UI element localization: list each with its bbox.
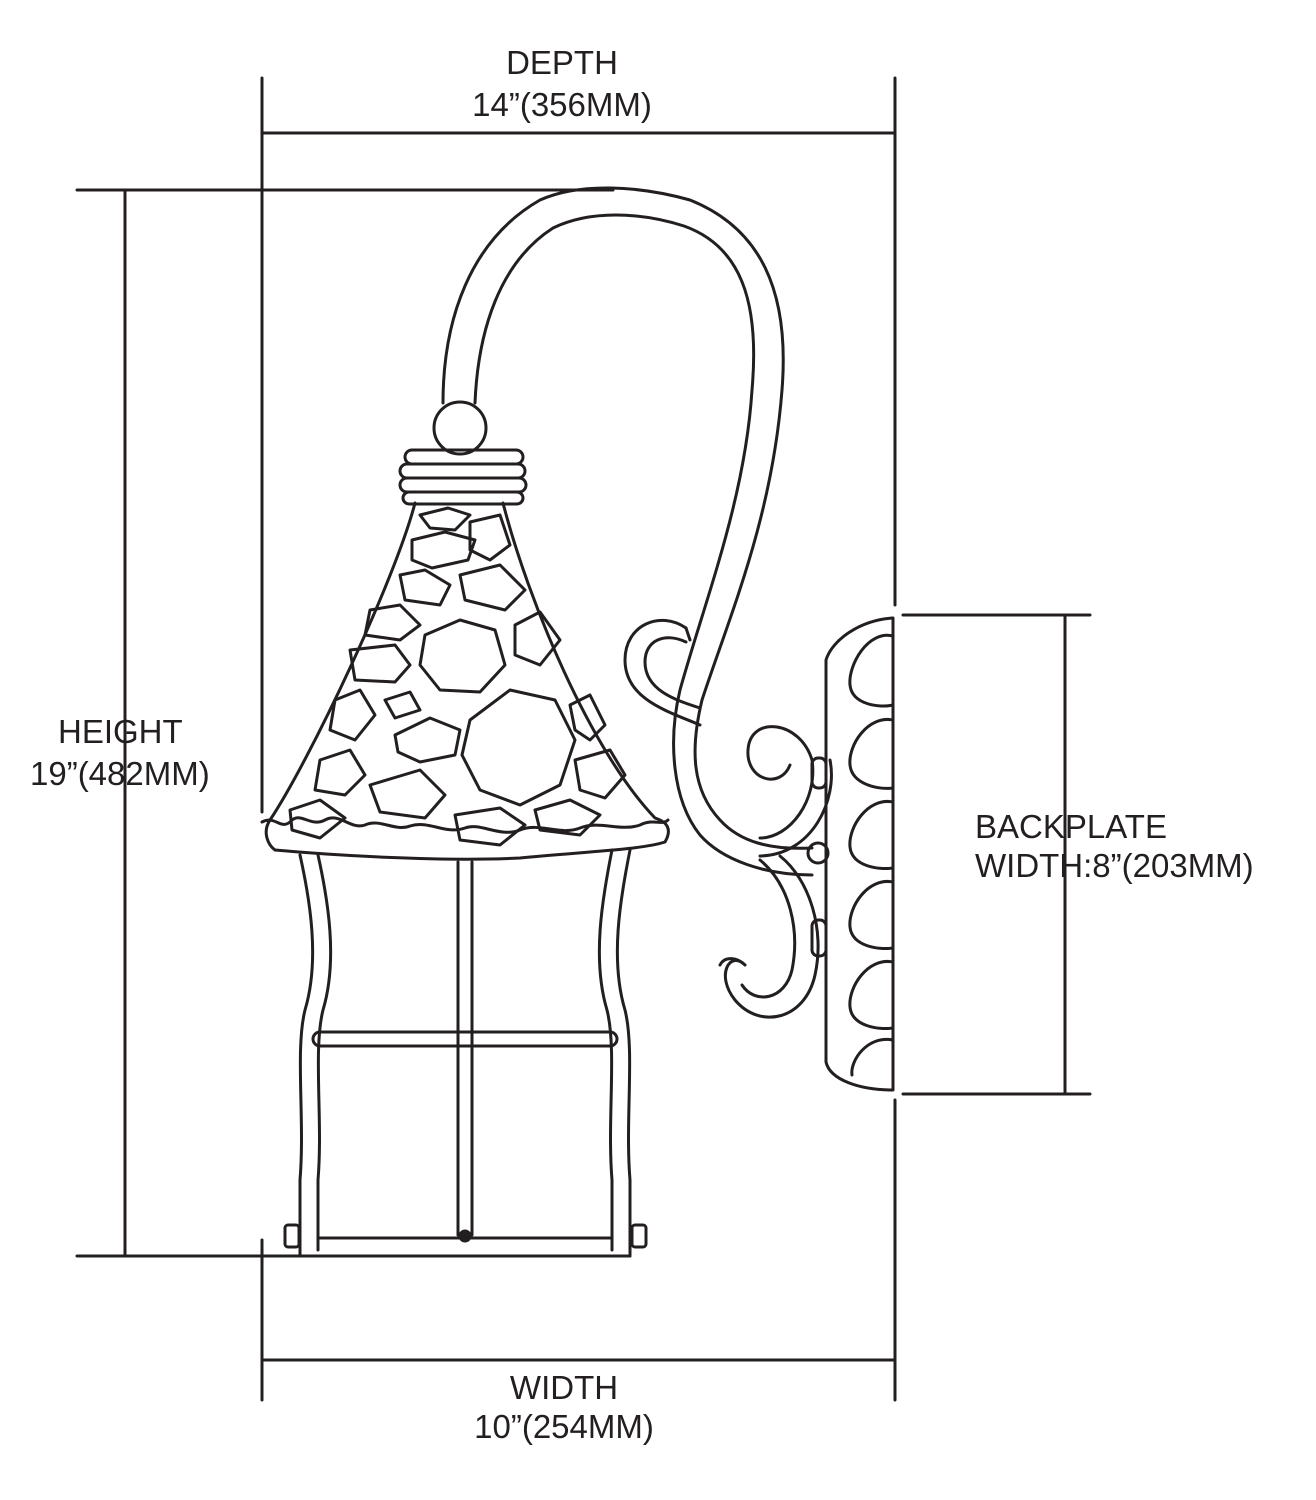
- backplate-value: WIDTH:8”(203MM): [975, 847, 1254, 884]
- depth-value: 14”(356MM): [472, 86, 652, 123]
- lantern-cage: [283, 848, 648, 1258]
- width-label: WIDTH: [509, 1369, 619, 1406]
- width-value: 10”(254MM): [474, 1408, 654, 1445]
- width-dimension-lines: [260, 1098, 897, 1402]
- backplate-label: BACKPLATE: [975, 808, 1167, 845]
- curved-arm: [441, 186, 814, 877]
- finial: [398, 400, 528, 506]
- depth-label: DEPTH: [506, 44, 618, 81]
- height-value: 19”(482MM): [30, 755, 210, 792]
- height-label: HEIGHT: [58, 713, 183, 750]
- upper-scroll: [623, 618, 702, 727]
- backplate-dimension-lines: [901, 613, 1092, 1096]
- depth-dimension-lines: [260, 76, 897, 814]
- shade: [260, 501, 670, 861]
- backplate: [824, 616, 895, 1092]
